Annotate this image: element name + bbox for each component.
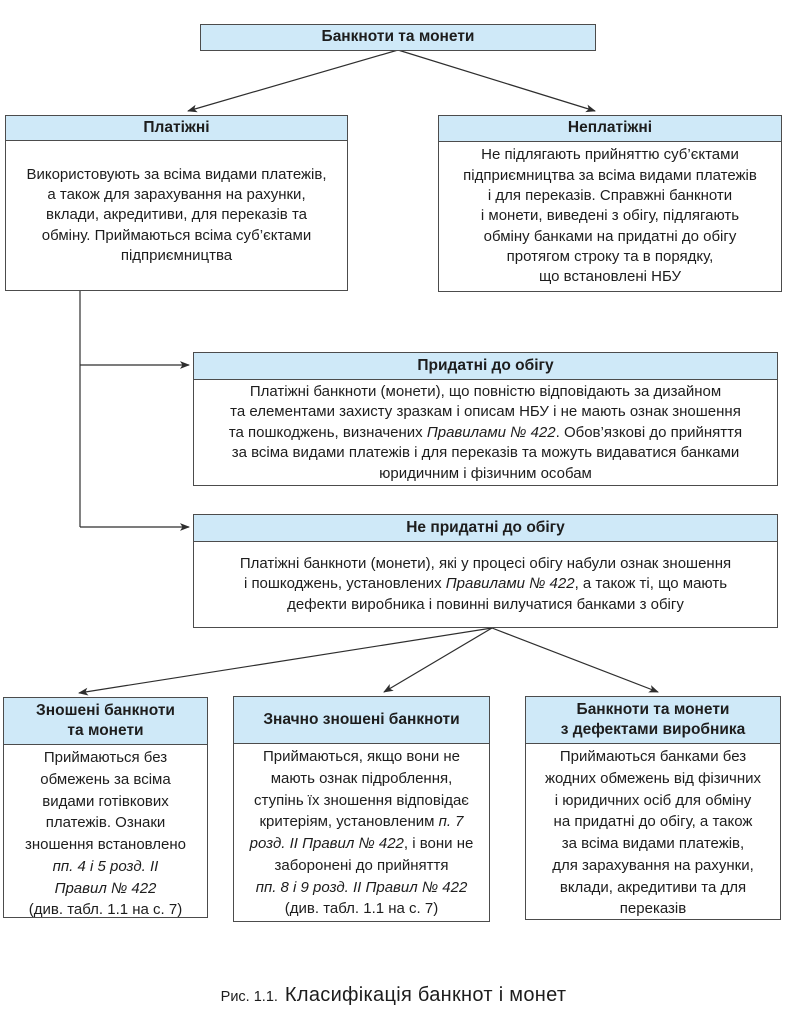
node-body: Приймаються банками без жодних обмежень … — [545, 748, 761, 918]
node-body: Приймаються, якщо вони не мають ознак пі… — [249, 748, 474, 918]
node-worn-banknotes: Зношені банкноти та монети Приймаються б… — [3, 697, 208, 918]
arrow-unfit-to-worn — [78, 627, 493, 696]
arrow-root-to-nonpayable — [397, 49, 596, 113]
figure-caption-number: Рис. 1.1. — [220, 989, 278, 1005]
node-payable: Платіжні Використовують за всіма видами … — [5, 115, 348, 291]
node-body: Платіжні банкноти (монети), які у процес… — [239, 554, 732, 613]
node-title: Платіжні — [6, 116, 347, 141]
node-banknotes-and-coins: Банкноти та монети — [200, 24, 596, 51]
node-title: Зношені банкноти та монети — [4, 698, 207, 745]
node-unfit-for-circulation: Не придатні до обігу Платіжні банкноти (… — [193, 514, 778, 628]
arrow-root-to-payable — [187, 49, 399, 113]
node-nonpayable: Неплатіжні Не підлягають прийняттю суб’є… — [438, 115, 782, 292]
node-title: Банкноти та монети — [201, 25, 595, 50]
figure-caption: Рис. 1.1. Класифікація банкнот і монет — [0, 984, 787, 1007]
node-body: Використовують за всіма видами платежів,… — [26, 165, 327, 265]
node-body: Приймаються без обмежень за всіма видами… — [24, 749, 187, 919]
node-title: Значно зношені банкноти — [234, 697, 489, 744]
node-title: Придатні до обігу — [194, 353, 777, 380]
node-heavily-worn-banknotes: Значно зношені банкноти Приймаються, якщ… — [233, 696, 490, 922]
node-title: Неплатіжні — [439, 116, 781, 142]
node-title: Не придатні до обігу — [194, 515, 777, 542]
node-title: Банкноти та монети з дефектами виробника — [526, 697, 780, 744]
arrow-unfit-to-defects — [491, 627, 659, 693]
node-body: Платіжні банкноти (монети), що повністю … — [228, 383, 743, 482]
node-body: Не підлягають прийняттю суб’єктами підпр… — [463, 146, 757, 286]
node-fit-for-circulation: Придатні до обігу Платіжні банкноти (мон… — [193, 352, 778, 486]
figure-caption-title: Класифікація банкнот і монет — [284, 984, 567, 1006]
arrow-unfit-to-heavily-worn — [383, 627, 493, 693]
node-manufacturer-defects: Банкноти та монети з дефектами виробника… — [525, 696, 781, 920]
